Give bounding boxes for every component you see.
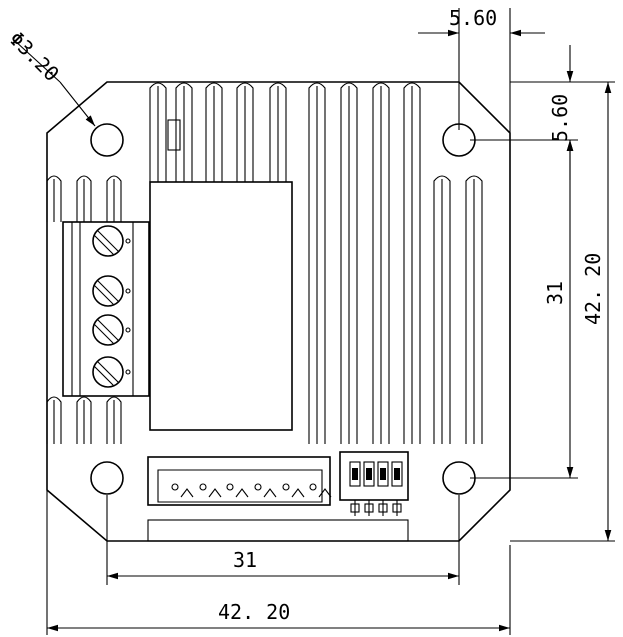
terminal-screw xyxy=(92,314,131,346)
dim-overall-height-label: 42. 20 xyxy=(581,253,605,325)
top-tab xyxy=(167,119,181,151)
power-connector xyxy=(147,456,332,506)
connector-pin xyxy=(309,483,332,498)
fin xyxy=(433,175,451,444)
fin xyxy=(106,175,122,222)
fin xyxy=(175,82,193,182)
heatsink-fins xyxy=(46,82,483,444)
dip-switch-lever xyxy=(377,461,389,516)
fin xyxy=(46,175,62,222)
terminal-screw xyxy=(92,225,131,257)
connector-pin xyxy=(282,483,305,498)
dim-right-offset: 5.60 xyxy=(470,45,615,180)
dip-switch-lever xyxy=(391,461,403,516)
dim-right-offset-label: 5.60 xyxy=(548,94,572,142)
fin xyxy=(76,175,92,222)
mount-hole-tl xyxy=(90,123,124,157)
dim-hole-pitch-vertical-label: 31 xyxy=(543,281,567,305)
fin xyxy=(403,82,421,444)
dip-switch xyxy=(339,451,409,516)
dim-overall-width-label: 42. 20 xyxy=(218,600,290,624)
fin xyxy=(269,82,287,182)
hole-diameter-label: Φ3.20 xyxy=(4,27,64,87)
connector-pin xyxy=(199,483,222,498)
connector-pin xyxy=(226,483,249,498)
dim-top-offset-label: 5.60 xyxy=(449,6,497,30)
dim-hole-pitch-horizontal: 31 xyxy=(106,495,460,585)
dim-overall-width: 42. 20 xyxy=(46,490,511,635)
fin xyxy=(372,82,390,444)
dim-hole-pitch-horizontal-label: 31 xyxy=(233,548,257,572)
connector-pin xyxy=(254,483,277,498)
terminal-screw xyxy=(92,356,131,388)
bottom-skirt xyxy=(147,519,409,542)
fin xyxy=(236,82,254,182)
fin xyxy=(340,82,358,444)
dip-switch-lever xyxy=(349,461,361,516)
terminal-screw xyxy=(92,275,131,307)
dim-overall-height: 42. 20 xyxy=(510,82,615,542)
fin xyxy=(76,396,92,444)
dip-switch-lever xyxy=(363,461,375,516)
fin xyxy=(465,175,483,444)
center-plate xyxy=(149,181,293,431)
terminal-block xyxy=(62,221,150,397)
hole-diameter-callout: Φ3.20 xyxy=(4,27,96,127)
fin xyxy=(46,396,62,444)
mount-hole-bl xyxy=(90,461,124,495)
dim-hole-pitch-vertical: 31 xyxy=(470,140,578,479)
fin xyxy=(308,82,326,444)
fin xyxy=(106,396,122,444)
connector-pin xyxy=(171,483,194,498)
fin xyxy=(205,82,223,182)
dim-top-offset: 5.60 xyxy=(418,6,545,133)
fin xyxy=(149,82,167,182)
